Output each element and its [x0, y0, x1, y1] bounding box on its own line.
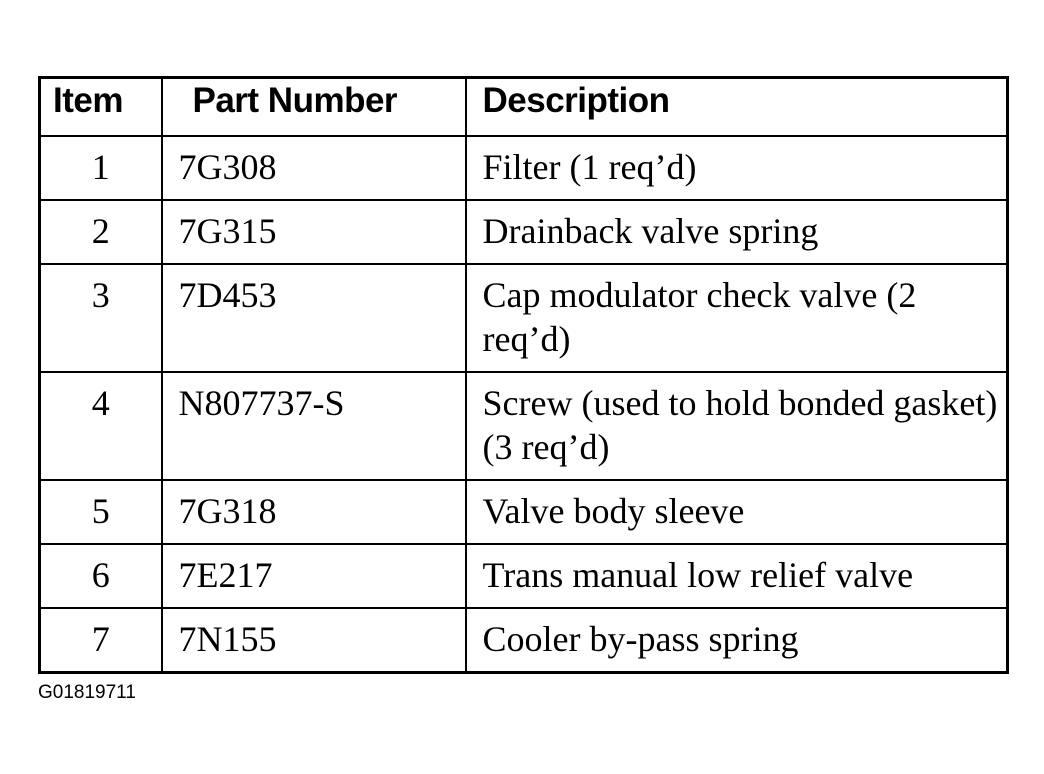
- table-row: 7 7N155 Cooler by-pass spring: [38, 607, 1009, 674]
- description-cell: Drainback valve spring: [464, 199, 1009, 265]
- table-header-row: Item Part Number Description: [38, 76, 1009, 137]
- header-item: Item: [38, 76, 163, 137]
- table-row: 5 7G318 Valve body sleeve: [38, 479, 1009, 545]
- description-cell: Trans manual low relief valve: [464, 543, 1009, 609]
- part-number-cell: 7G318: [160, 479, 467, 545]
- item-cell: 7: [38, 607, 163, 674]
- table-row: 6 7E217 Trans manual low relief valve: [38, 543, 1009, 609]
- table-row: 2 7G315 Drainback valve spring: [38, 199, 1009, 265]
- item-cell: 6: [38, 543, 163, 609]
- item-cell: 2: [38, 199, 163, 265]
- description-cell: Filter (1 req’d): [464, 135, 1009, 201]
- part-number-cell: 7N155: [160, 607, 467, 674]
- header-part-number: Part Number: [160, 76, 467, 137]
- item-cell: 4: [38, 371, 163, 481]
- description-cell: Cooler by-pass spring: [464, 607, 1009, 674]
- item-cell: 1: [38, 135, 163, 201]
- item-cell: 5: [38, 479, 163, 545]
- header-description: Description: [464, 76, 1009, 137]
- item-cell: 3: [38, 263, 163, 373]
- figure-code: G01819711: [38, 682, 136, 703]
- part-number-cell: 7E217: [160, 543, 467, 609]
- description-cell: Valve body sleeve: [464, 479, 1009, 545]
- description-cell: Screw (used to hold bonded gasket) (3 re…: [464, 371, 1009, 481]
- description-cell: Cap modulator check valve (2 req’d): [464, 263, 1009, 373]
- parts-table: Item Part Number Description 1 7G308 Fil…: [38, 76, 1009, 674]
- part-number-cell: 7D453: [160, 263, 467, 373]
- table-row: 1 7G308 Filter (1 req’d): [38, 135, 1009, 201]
- table-row: 4 N807737-S Screw (used to hold bonded g…: [38, 371, 1009, 481]
- table-row: 3 7D453 Cap modulator check valve (2 req…: [38, 263, 1009, 373]
- part-number-cell: N807737-S: [160, 371, 467, 481]
- part-number-cell: 7G315: [160, 199, 467, 265]
- part-number-cell: 7G308: [160, 135, 467, 201]
